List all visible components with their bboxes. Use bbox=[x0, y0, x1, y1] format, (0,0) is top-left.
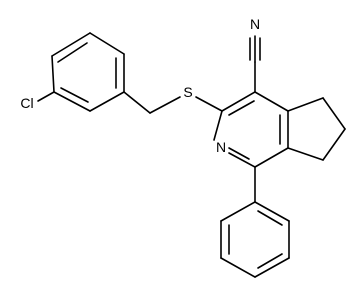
bond bbox=[51, 55, 55, 93]
bond bbox=[51, 32, 91, 57]
chlorine-label: Cl bbox=[20, 95, 33, 111]
bond bbox=[53, 91, 91, 112]
bond bbox=[254, 257, 290, 278]
double-bond-inner bbox=[228, 147, 250, 160]
bond bbox=[287, 147, 324, 161]
double-bond-inner bbox=[228, 100, 255, 116]
double-bond-inner bbox=[257, 210, 283, 226]
nitrile-nitrogen-label: N bbox=[250, 16, 260, 32]
bond bbox=[254, 201, 290, 222]
bond bbox=[213, 110, 223, 141]
bond-ch2-s bbox=[149, 96, 181, 114]
bond bbox=[322, 128, 346, 161]
double-bond-inner bbox=[60, 87, 89, 103]
bond-s-c3 bbox=[195, 96, 223, 112]
bond-c-cl bbox=[37, 91, 55, 102]
bond bbox=[287, 97, 324, 112]
bond bbox=[221, 91, 256, 112]
cyclopentane-ring bbox=[287, 97, 346, 161]
double-bond-inner bbox=[57, 42, 88, 63]
sulfur-label: S bbox=[183, 84, 192, 100]
bond bbox=[254, 91, 289, 112]
bond bbox=[89, 32, 125, 55]
bond bbox=[220, 201, 256, 222]
ring-nitrogen-label: N bbox=[216, 139, 226, 155]
double-bond-inner bbox=[257, 253, 283, 269]
nitrile-group bbox=[249, 35, 261, 93]
bond-ring-ch2 bbox=[123, 91, 151, 114]
bond bbox=[322, 97, 346, 130]
bond bbox=[220, 257, 256, 278]
bond bbox=[254, 147, 289, 168]
pyridine-ring bbox=[213, 91, 289, 168]
phenyl-ring bbox=[220, 201, 290, 278]
bond bbox=[89, 91, 125, 112]
bond bbox=[228, 152, 256, 168]
chlorophenyl-ring bbox=[51, 32, 125, 112]
